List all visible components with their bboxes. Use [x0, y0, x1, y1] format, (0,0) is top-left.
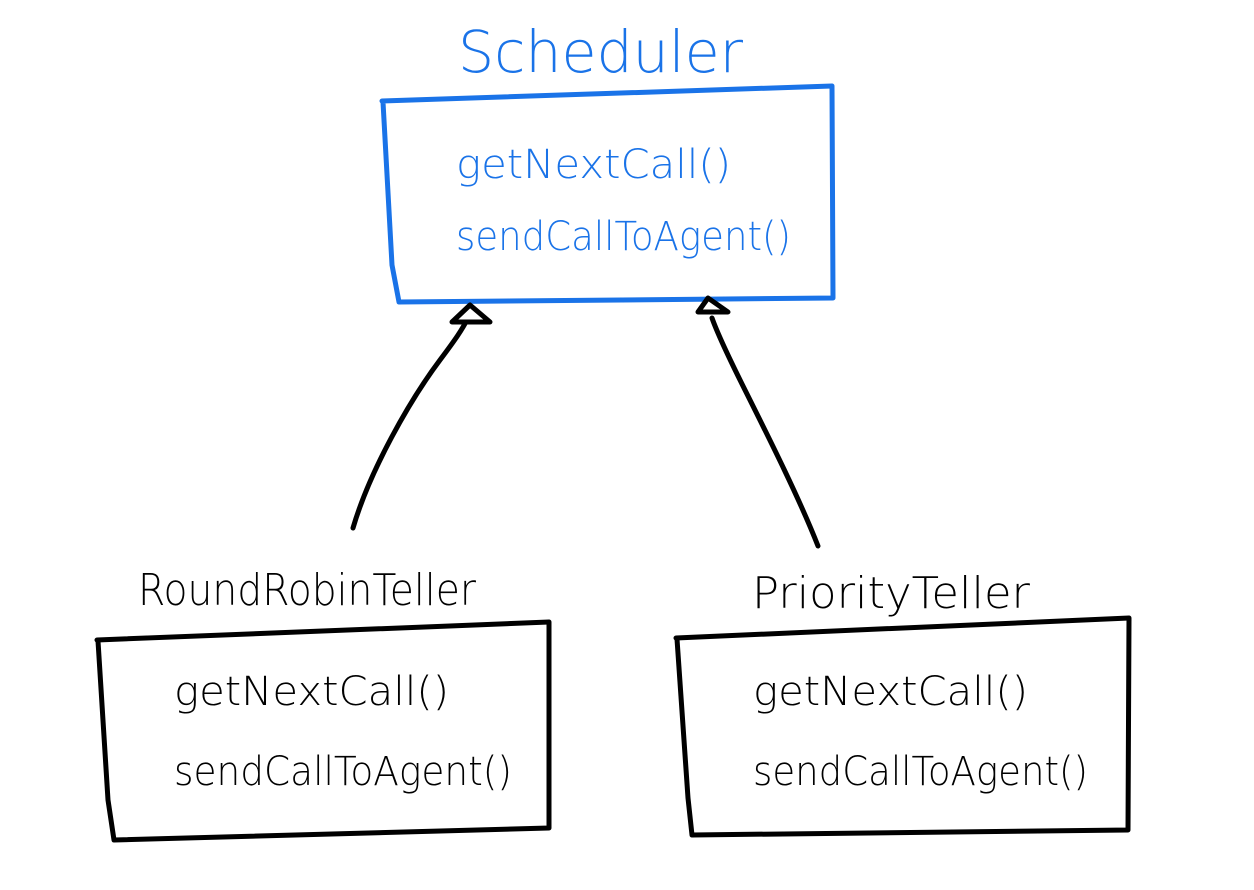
round-robin-teller-class: RoundRobinTeller getNextCall() sendCallT… [94, 565, 552, 843]
scheduler-class-title: Scheduler [458, 18, 743, 86]
round-robin-teller-box [94, 619, 552, 843]
round-robin-method-get-next-call: getNextCall() [174, 669, 449, 715]
scheduler-method-get-next-call: getNextCall() [456, 142, 731, 188]
priority-method-get-next-call: getNextCall() [753, 669, 1028, 715]
scheduler-class: Scheduler getNextCall() sendCallToAgent(… [379, 18, 836, 305]
priority-method-send-call-to-agent: sendCallToAgent() [753, 749, 1088, 795]
scheduler-method-send-call-to-agent: sendCallToAgent() [456, 214, 791, 260]
priority-teller-title: PriorityTeller [752, 568, 1031, 619]
inheritance-arrowhead-right [695, 295, 731, 315]
inheritance-arrowhead-left [449, 302, 493, 325]
round-robin-teller-title: RoundRobinTeller [138, 565, 477, 616]
priority-teller-class: PriorityTeller getNextCall() sendCallToA… [673, 568, 1132, 838]
inheritance-arrow-left [350, 302, 493, 531]
inheritance-arrow-right [695, 295, 821, 549]
priority-teller-box [673, 615, 1132, 838]
round-robin-method-send-call-to-agent: sendCallToAgent() [174, 749, 512, 795]
scheduler-class-box [379, 83, 836, 305]
